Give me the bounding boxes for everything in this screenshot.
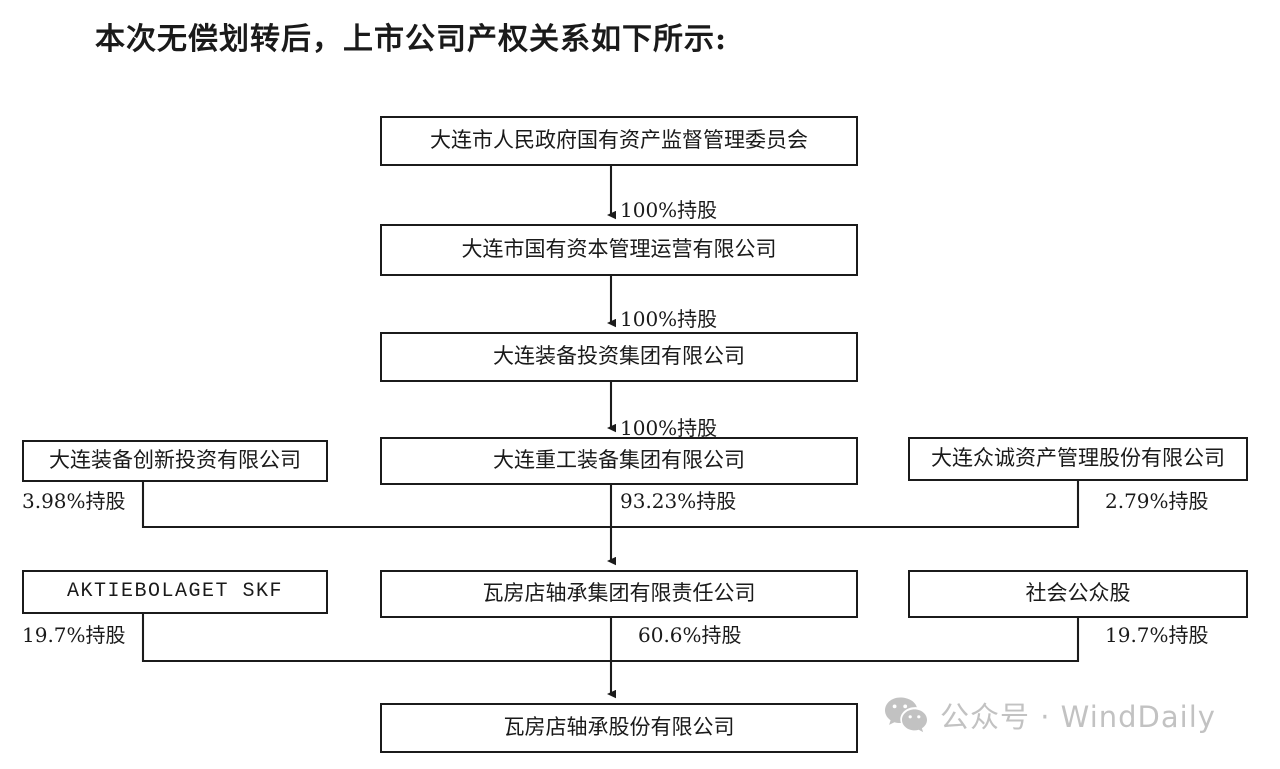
edge-label-zhongcheng-wfdgroup: 2.79%持股 (1105, 489, 1209, 513)
watermark-text: 公众号 · WindDaily (940, 700, 1216, 734)
edge-innov-wfdgroup (141, 482, 611, 529)
wechat-icon (885, 697, 927, 733)
node-innovation-investment[interactable]: 大连装备创新投资有限公司 (22, 440, 328, 482)
node-equipment-investment[interactable]: 大连装备投资集团有限公司 (380, 332, 858, 382)
edge-label-heavy-wfdgroup: 93.23%持股 (620, 489, 737, 513)
node-wafangdian-bearing-co[interactable]: 瓦房店轴承股份有限公司 (380, 703, 858, 753)
node-wafangdian-bearing-group[interactable]: 瓦房店轴承集团有限责任公司 (380, 570, 858, 618)
edge-label-innov-wfdgroup: 3.98%持股 (22, 489, 126, 513)
edge-label-wfdgroup-wfdco: 60.6%持股 (638, 623, 742, 647)
node-zhongcheng-asset-mgmt[interactable]: 大连众诚资产管理股份有限公司 (908, 437, 1248, 481)
node-public-shareholders[interactable]: 社会公众股 (908, 570, 1248, 618)
edge-label-equipinv-heavy: 100%持股 (620, 416, 718, 440)
edge-label-capital-equipinv: 100%持股 (620, 307, 718, 331)
edge-label-public-wfdco: 19.7%持股 (1105, 623, 1209, 647)
page-title: 本次无偿划转后，上市公司产权关系如下所示: (95, 22, 728, 57)
edge-label-skf-wfdco: 19.7%持股 (22, 623, 126, 647)
edge-label-sasac-capital: 100%持股 (620, 198, 718, 222)
edge-skf-wfdco (141, 614, 611, 663)
node-aktiebolaget-skf[interactable]: AKTIEBOLAGET SKF (22, 570, 328, 614)
node-heavy-industry-equipment[interactable]: 大连重工装备集团有限公司 (380, 437, 858, 485)
watermark: 公众号 · WindDaily (884, 694, 1216, 736)
node-sasac[interactable]: 大连市人民政府国有资产监督管理委员会 (380, 116, 858, 166)
node-capital[interactable]: 大连市国有资本管理运营有限公司 (380, 224, 858, 276)
